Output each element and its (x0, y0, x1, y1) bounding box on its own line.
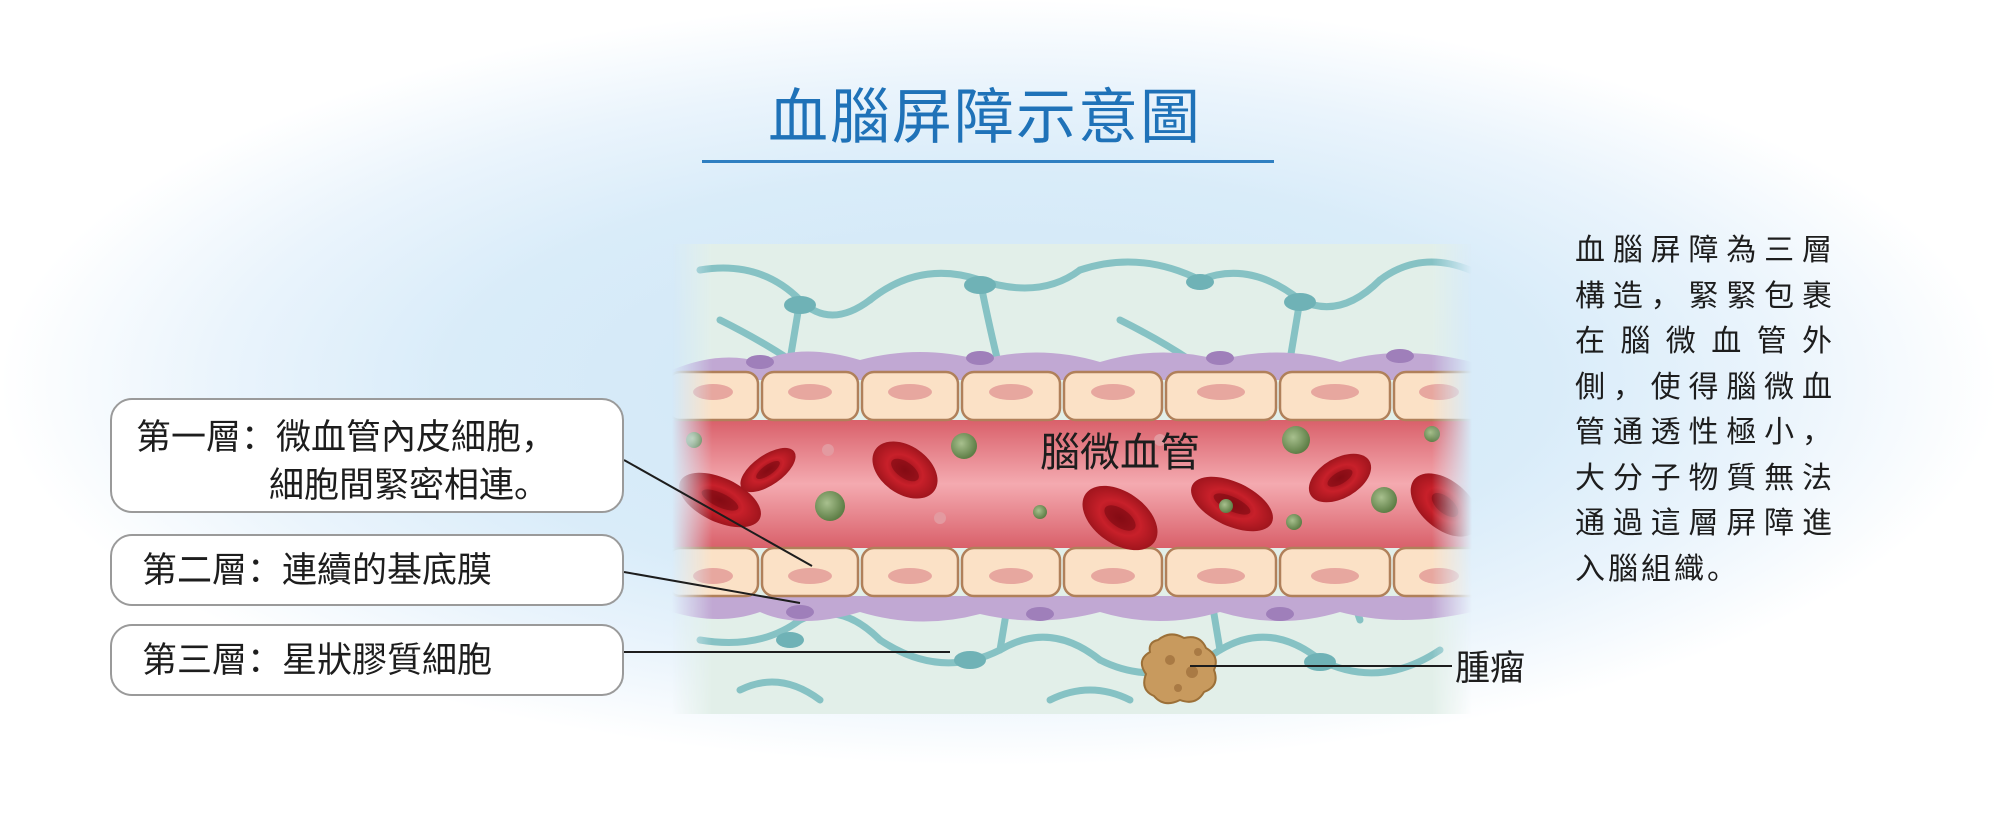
endothelial-cells-bottom (666, 546, 1486, 598)
layer3-label: 第三層：星狀膠質細胞 (142, 641, 493, 681)
layer2-label-box: 第二層：連續的基底膜 (110, 534, 624, 606)
tumor-label: 腫瘤 (1455, 649, 1526, 689)
red-blood-cells (679, 441, 1480, 551)
layer2-label: 第二層：連續的基底膜 (142, 551, 493, 591)
side-note: 血腦屏障為三層構造，緊緊包裹在腦微血管外側，使得腦微血管通透性極小，大分子物質無… (1575, 233, 1835, 587)
plasma-particles (686, 426, 1440, 530)
layer1-label-line2: 細胞間緊密相連。 (269, 466, 550, 506)
page-title: 血腦屏障示意圖 (768, 83, 1202, 153)
endothelial-cells-top (666, 370, 1486, 422)
leader-lines (623, 459, 1452, 667)
layer1-label-line1: 第一層：微血管內皮細胞， (136, 418, 557, 458)
layer3-label-box: 第三層：星狀膠質細胞 (110, 624, 624, 696)
vessel-label: 腦微血管 (1040, 430, 1200, 476)
title-underline (702, 160, 1274, 163)
layer1-label-box: 第一層：微血管內皮細胞， 細胞間緊密相連。 (110, 398, 624, 513)
tumor-shape (1140, 633, 1217, 705)
